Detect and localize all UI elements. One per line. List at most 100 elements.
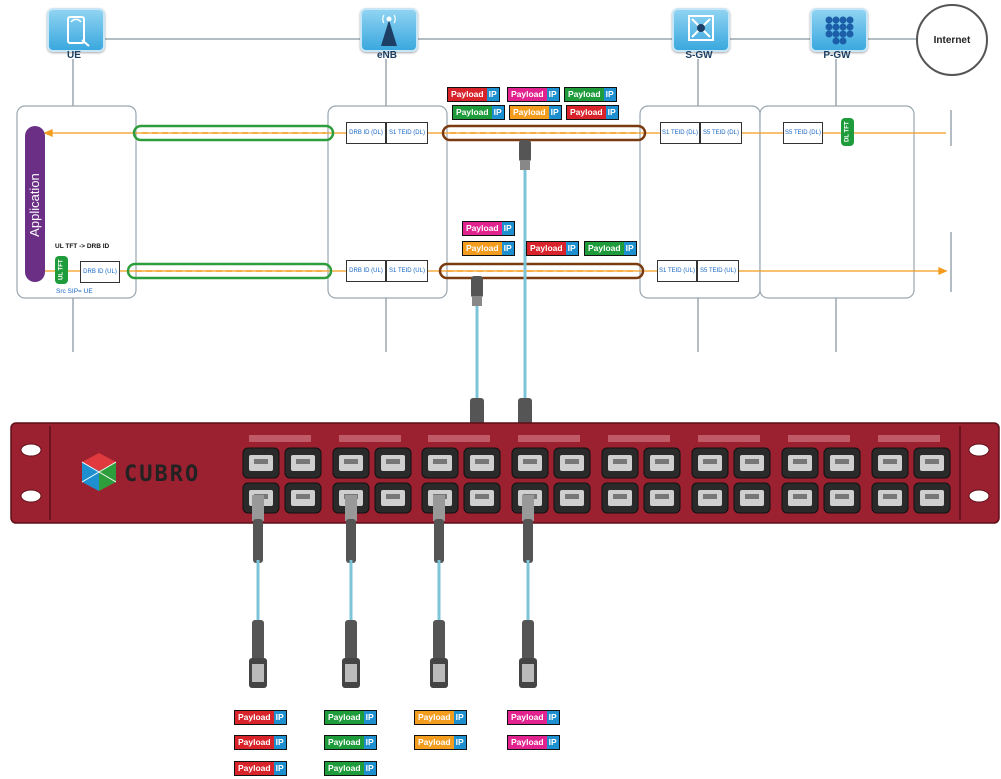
- fiber-port[interactable]: [242, 447, 280, 479]
- fiber-port[interactable]: [284, 482, 322, 514]
- fiber-port[interactable]: [643, 447, 681, 479]
- enb-node-icon[interactable]: [360, 8, 418, 52]
- payload-label: Payload: [235, 711, 274, 724]
- s1-tunnels: [438, 124, 647, 280]
- ue-drb-ul-box: DRB ID (UL): [80, 261, 120, 283]
- ip-label: IP: [363, 711, 376, 724]
- s1-ul-tunnel: [438, 262, 645, 280]
- ip-label: IP: [548, 106, 561, 119]
- port-label-strip: [249, 435, 311, 442]
- pgw-label: P-GW: [823, 50, 851, 61]
- tap-fibers: [470, 140, 532, 444]
- enb-drb-dl-box: DRB ID (DL): [346, 122, 386, 144]
- fiber-port[interactable]: [421, 447, 459, 479]
- payload-label: Payload: [415, 736, 454, 749]
- fiber-port[interactable]: [601, 482, 639, 514]
- cubro-logo-icon: [81, 453, 117, 491]
- fiber-port[interactable]: [691, 447, 729, 479]
- fiber-port[interactable]: [374, 447, 412, 479]
- fiber-port[interactable]: [463, 447, 501, 479]
- fiber-port[interactable]: [511, 447, 549, 479]
- ip-label: IP: [363, 736, 376, 749]
- ip-label: IP: [546, 736, 559, 749]
- port-label-strip: [878, 435, 940, 442]
- ip-label: IP: [491, 106, 504, 119]
- fiber-port[interactable]: [691, 482, 729, 514]
- ue-node-icon[interactable]: [47, 8, 105, 52]
- drb-ul-tunnel: [126, 262, 333, 280]
- payload-label: Payload: [325, 762, 364, 775]
- s1-dl-tunnel: [441, 124, 647, 142]
- fiber-port[interactable]: [601, 447, 639, 479]
- payload-label: Payload: [508, 711, 547, 724]
- output-fiber: [430, 495, 448, 688]
- application-label: Application: [27, 173, 42, 237]
- fiber-port[interactable]: [553, 482, 591, 514]
- fiber-port[interactable]: [332, 447, 370, 479]
- ul-tft-map-label: UL TFT -> DRB ID: [55, 243, 110, 250]
- payload-label: Payload: [415, 711, 454, 724]
- backbone-lines: [72, 38, 952, 352]
- ip-label: IP: [501, 222, 514, 235]
- enb-drb-ul-box: DRB ID (UL): [346, 260, 386, 282]
- port-label-strip: [518, 435, 580, 442]
- fiber-port[interactable]: [284, 447, 322, 479]
- ue-label: UE: [67, 50, 81, 61]
- ip-label: IP: [363, 762, 376, 775]
- fiber-port[interactable]: [871, 447, 909, 479]
- fiber-port[interactable]: [823, 447, 861, 479]
- fiber-port[interactable]: [823, 482, 861, 514]
- fiber-port[interactable]: [733, 482, 771, 514]
- payload-label: Payload: [527, 242, 566, 255]
- fiber-port[interactable]: [913, 482, 951, 514]
- fiber-port[interactable]: [781, 482, 819, 514]
- cubro-wordmark: CUBRO: [124, 462, 201, 487]
- internet-cloud[interactable]: Internet: [916, 4, 988, 76]
- payload-label: Payload: [585, 242, 624, 255]
- port-label-strip: [608, 435, 670, 442]
- rack-hole: [968, 489, 990, 503]
- dl-tft-badge: DL TFT: [841, 118, 854, 146]
- enb-container: [327, 105, 448, 299]
- sgw-s5-dl-box: S5 TEID (DL): [700, 122, 742, 144]
- output-fiber: [519, 495, 537, 688]
- ip-label: IP: [453, 711, 466, 724]
- fiber-port[interactable]: [553, 447, 591, 479]
- sgw-node-icon[interactable]: [672, 8, 730, 52]
- enb-label: eNB: [376, 50, 397, 61]
- fiber-port[interactable]: [643, 482, 681, 514]
- fiber-port[interactable]: [733, 447, 771, 479]
- ip-label: IP: [273, 762, 286, 775]
- fiber-port[interactable]: [463, 482, 501, 514]
- fiber-port[interactable]: [781, 447, 819, 479]
- sgw-s1-ul-box: S1 TEID (UL): [657, 260, 697, 282]
- payload-label: Payload: [463, 242, 502, 255]
- fiber-port[interactable]: [871, 482, 909, 514]
- fiber-port[interactable]: [913, 447, 951, 479]
- ip-label: IP: [501, 242, 514, 255]
- enb-s1-ul-box: S1 TEID (UL): [386, 260, 428, 282]
- sgw-label: S-GW: [685, 50, 713, 61]
- output-fiber: [249, 495, 267, 688]
- pgw-node-icon[interactable]: [810, 8, 868, 52]
- phone-icon: [67, 16, 90, 47]
- ip-label: IP: [565, 242, 578, 255]
- rack-hole: [968, 443, 990, 457]
- fiber-port[interactable]: [374, 482, 412, 514]
- ip-label: IP: [486, 88, 499, 101]
- sgw-s1-dl-box: S1 TEID (DL): [660, 122, 700, 144]
